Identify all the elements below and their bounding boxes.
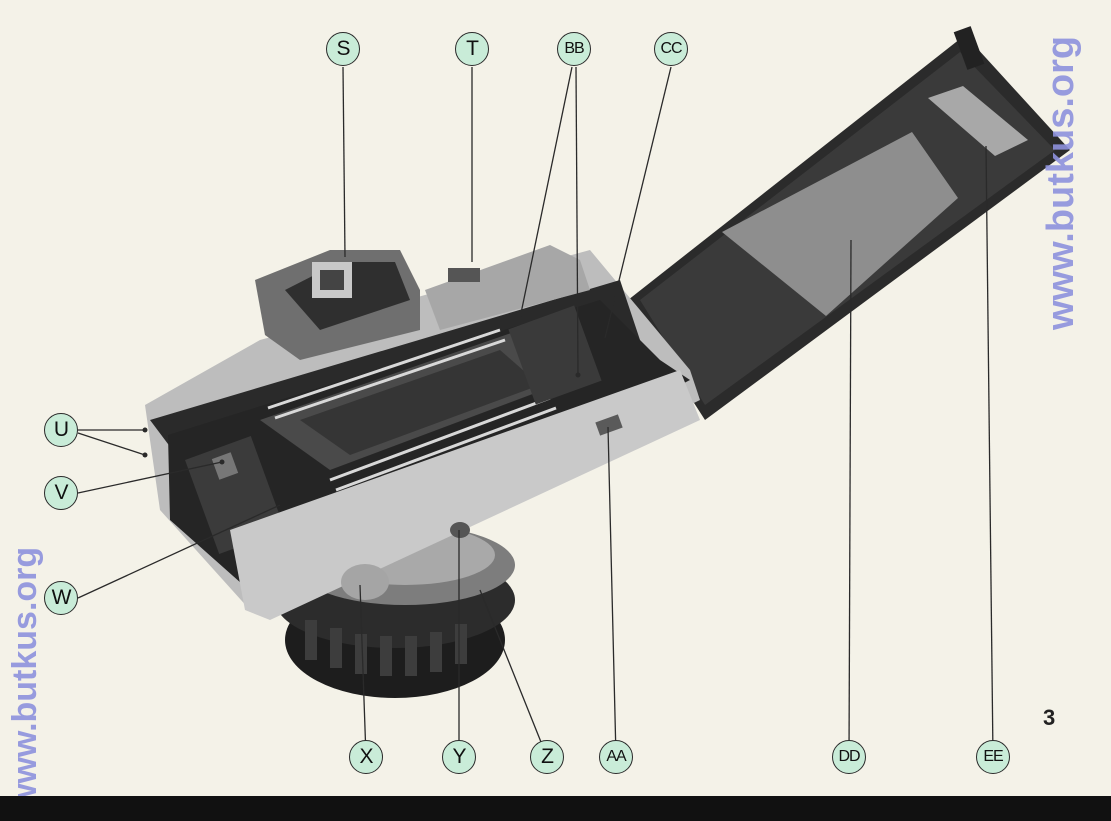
camera-viewfinder [255,245,590,360]
callout-aa: AA [599,740,633,774]
callout-s: S [326,32,360,66]
leader-lines [77,66,994,758]
hot-shoe [448,268,480,282]
callout-ee: EE [976,740,1010,774]
rewind-release [341,564,389,600]
pressure-plate [722,132,958,316]
door-hinge-plate [928,86,1028,156]
callout-u: U [44,413,78,447]
callout-v: V [44,476,78,510]
callout-cc: CC [654,32,688,66]
back-latch [595,414,623,436]
page-number: 3 [1043,705,1056,730]
watermark-left: www.butkus.org [6,546,44,810]
leader-dots [142,315,581,465]
camera-baseplate [230,370,700,620]
tripod-socket [450,522,470,538]
watermark-right: www.butkus.org [1040,35,1082,330]
callout-x: X [349,740,383,774]
callout-bb: BB [557,32,591,66]
scan-edge-band [0,796,1111,821]
callout-z: Z [530,740,564,774]
camera-back-door [628,26,1070,420]
rewind-fork [211,452,239,480]
callout-dd: DD [832,740,866,774]
callout-w: W [44,581,78,615]
callout-t: T [455,32,489,66]
callout-y: Y [442,740,476,774]
